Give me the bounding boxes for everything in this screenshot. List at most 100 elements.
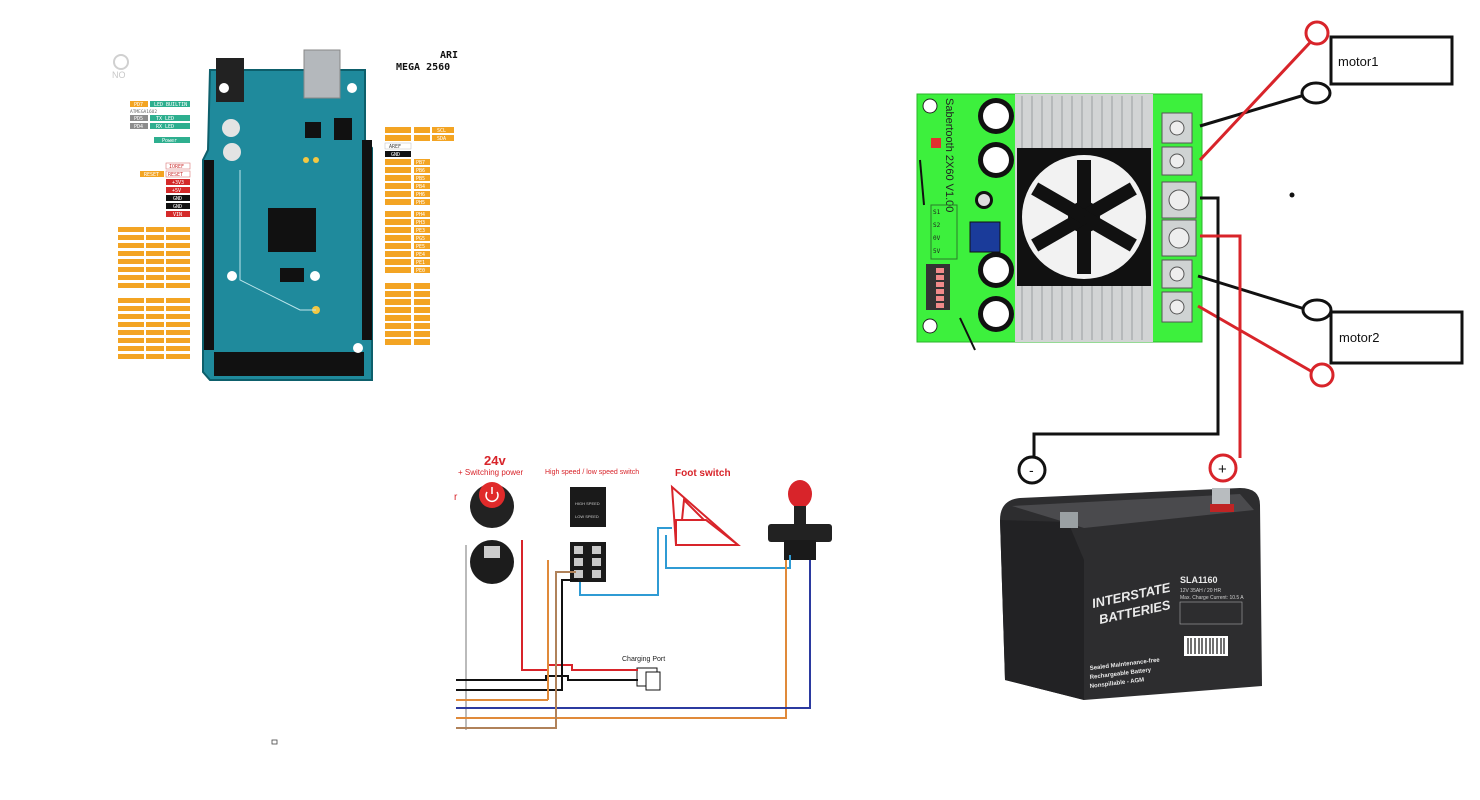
arduino-mcu-chip — [268, 208, 316, 252]
motor2-positive-terminal — [1309, 362, 1335, 388]
svg-text:PH4: PH4 — [416, 212, 425, 218]
foot-switch-base — [675, 519, 741, 546]
svg-text:RESET: RESET — [168, 172, 183, 178]
battery-negative-wire — [1032, 196, 1220, 458]
dip-switches — [936, 268, 944, 308]
motor-terminal-block — [1161, 112, 1197, 323]
joystick-shaft — [794, 506, 806, 526]
battery-pos-cap — [1210, 504, 1234, 512]
motor1-box — [1329, 35, 1454, 86]
wire-black-switch — [456, 579, 578, 691]
speed-switch-high-label: HIGH SPEED — [575, 501, 600, 506]
motor2-negative-terminal — [1301, 298, 1333, 322]
svg-text:PD5: PD5 — [134, 116, 143, 122]
svg-text:PB4: PB4 — [416, 184, 425, 190]
wire-brown-switch — [456, 571, 576, 729]
arduino-mount-hole — [347, 83, 357, 93]
svg-text:PE1: PE1 — [416, 260, 425, 266]
svg-text:S2: S2 — [933, 222, 941, 229]
svg-text:PB5: PB5 — [416, 176, 425, 182]
svg-text:PD7: PD7 — [134, 102, 143, 108]
motor1-positive-terminal — [1304, 20, 1330, 46]
motor1-negative-terminal — [1300, 81, 1332, 105]
battery-neg-post — [1060, 512, 1078, 528]
kit-charging-port-label: Charging Port — [622, 656, 665, 663]
kit-switching-power-label: + Switching power — [458, 468, 523, 477]
svg-text:PB6: PB6 — [416, 168, 425, 174]
stray-dot — [1289, 192, 1295, 198]
speed-switch-pins — [574, 546, 601, 578]
battery-positive-wire — [1200, 234, 1242, 458]
battery-positive-label: + — [1218, 461, 1227, 478]
svg-text:PG5: PG5 — [416, 236, 425, 242]
battery-barcode-bars — [1187, 638, 1225, 654]
wire-navy-joystick — [456, 560, 811, 709]
arduino-led — [313, 157, 319, 163]
joystick-body — [784, 540, 816, 560]
svg-text:5V: 5V — [933, 248, 941, 255]
sabertooth-label: Sabertooth 2X60 V1.00 — [943, 98, 955, 212]
arduino-left-header — [204, 160, 214, 350]
arduino-power-jack — [216, 58, 244, 102]
arduino-usb-port — [303, 49, 341, 99]
battery-section: INTERSTATE BATTERIES SLA1160 12V 35AH / … — [1000, 488, 1262, 700]
battery-wiring: - + — [1017, 196, 1242, 485]
svg-text:Power: Power — [162, 138, 177, 144]
signal-wire-stub — [919, 159, 925, 206]
power-button-rear — [470, 540, 514, 584]
motor1-black-wire — [1199, 92, 1309, 128]
svg-text:PE3: PE3 — [416, 228, 425, 234]
arduino-mega-section: NO ARI MEGA 2560 PD7 LED_BUILTIN ATMEGA1… — [112, 49, 458, 381]
motor2-black-wire — [1197, 274, 1309, 312]
svg-text:+5V: +5V — [172, 188, 181, 194]
arduino-left-analog-pins — [118, 227, 190, 359]
battery-model: SLA1160 — [1180, 575, 1218, 585]
battery-charge: Max. Charge Current: 10.5 A — [1180, 595, 1244, 601]
mount-hole — [922, 318, 938, 334]
arduino-logo-text: NO — [112, 70, 126, 80]
arduino-led — [303, 157, 309, 163]
arduino-right-pin-labels: SCL SDA AREF GND PB7 PB6 PB5 PB4 PH6 PH5… — [384, 127, 454, 345]
svg-text:GND: GND — [173, 196, 182, 202]
motor2-box — [1329, 310, 1464, 365]
arduino-trace — [239, 170, 316, 311]
signal-terminal — [930, 204, 958, 260]
wire-orange-joystick — [456, 560, 787, 719]
svg-text:SDA: SDA — [437, 136, 446, 142]
svg-text:+3V3: +3V3 — [172, 180, 184, 186]
svg-text:RX LED: RX LED — [156, 124, 174, 130]
kit-edge-fragment: r — [454, 492, 458, 503]
svg-text:PH3: PH3 — [416, 220, 425, 226]
svg-text:S1: S1 — [933, 209, 941, 216]
arduino-capacitor-1 — [222, 119, 240, 137]
arduino-icsp-header — [280, 268, 304, 282]
arduino-right-header — [362, 140, 372, 340]
speed-switch-low-label: LOW SPEED — [575, 514, 599, 519]
battery-pos-post — [1212, 488, 1230, 508]
arduino-title-line1: ARI — [440, 50, 458, 61]
arduino-usb-chip — [305, 122, 321, 138]
motor1-label: motor1 — [1338, 54, 1378, 69]
svg-text:PB7: PB7 — [416, 160, 425, 166]
battery-negative-label: - — [1029, 462, 1034, 478]
motor1-red-wire — [1198, 32, 1320, 162]
svg-text:AREF: AREF — [389, 144, 401, 150]
wire-blue-foot — [579, 527, 672, 596]
power-button-contacts — [484, 546, 500, 558]
svg-text:0V: 0V — [933, 235, 941, 242]
stray-mark — [271, 739, 278, 745]
sabertooth-capacitors — [975, 98, 1014, 332]
wire-blue-joystick — [665, 535, 791, 569]
motor-wiring: motor1 motor2 — [1197, 20, 1464, 388]
svg-text:VIN: VIN — [173, 212, 182, 218]
kit-speed-switch-label: High speed / low speed switch — [545, 469, 639, 476]
battery-spec-table — [1179, 601, 1243, 625]
battery-positive-symbol — [1208, 453, 1238, 483]
svg-text:ATMEGA16U2: ATMEGA16U2 — [130, 109, 157, 115]
status-led — [931, 138, 941, 148]
arduino-logo-icon — [113, 54, 129, 70]
arduino-title-line2: MEGA 2560 — [396, 62, 450, 73]
arduino-mount-hole — [227, 271, 237, 281]
battery-negative-symbol — [1017, 455, 1047, 485]
svg-text:TX LED: TX LED — [156, 116, 174, 122]
